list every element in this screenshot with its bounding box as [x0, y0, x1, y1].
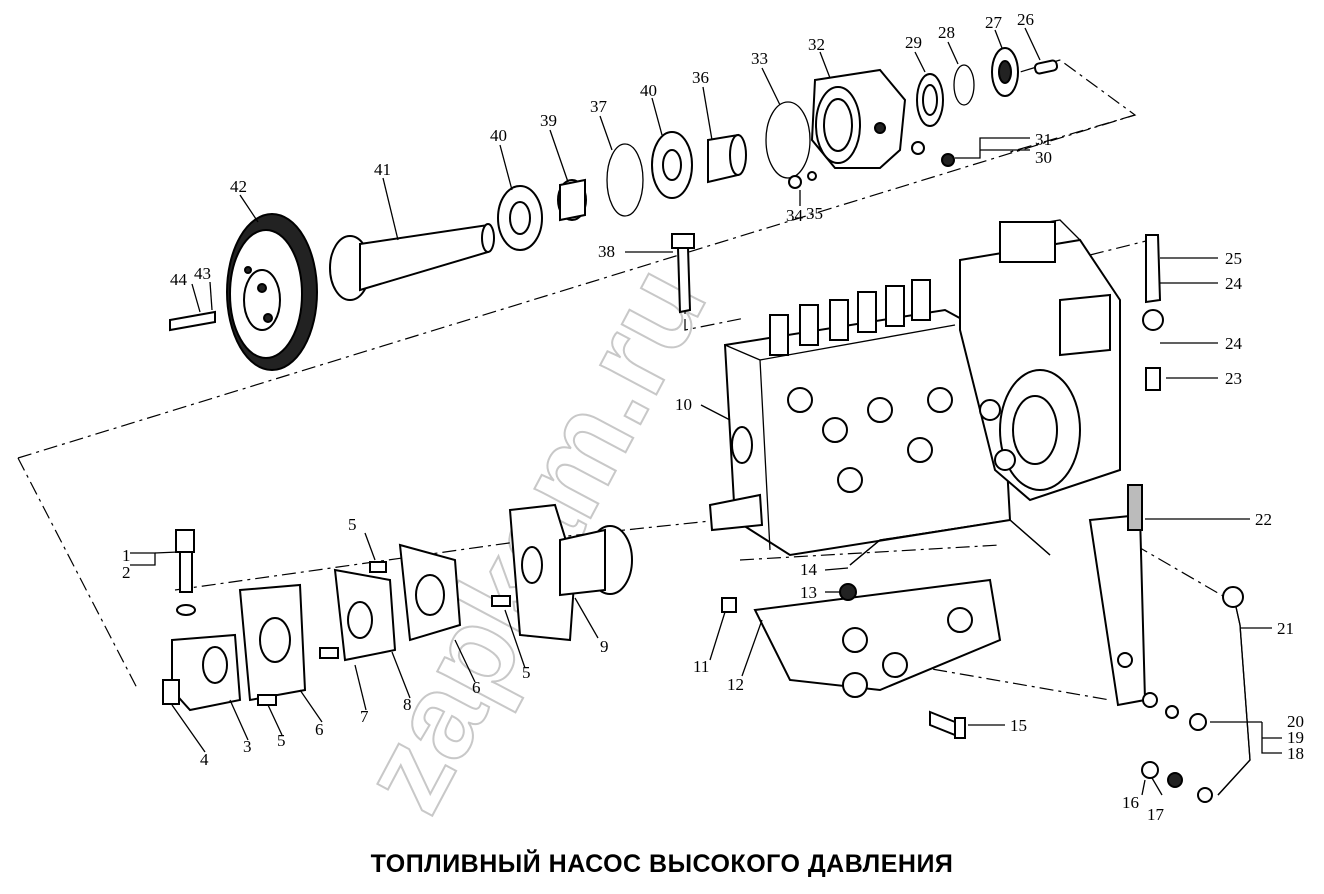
snap-ring-37: [606, 143, 644, 217]
callout-24a: 24: [1225, 274, 1243, 293]
bolt-38: [671, 233, 695, 314]
callout-32: 32: [808, 35, 825, 54]
callout-34: 34: [786, 206, 804, 225]
callout-43: 43: [194, 264, 211, 283]
callout-28: 28: [938, 23, 955, 42]
spacer-39: [557, 178, 587, 222]
callout-36: 36: [692, 68, 709, 87]
seal-29: [916, 73, 944, 127]
callout-37: 37: [590, 97, 608, 116]
callout-23: 23: [1225, 369, 1242, 388]
governor-housing: [959, 219, 1121, 502]
coupling-housing-32: [810, 68, 907, 169]
callout-27: 27: [985, 13, 1003, 32]
callout-labels: 1 2 3 4 5 5 5 5 6 6 7 8 9 10 11 12 13 14…: [122, 10, 1304, 824]
callout-25: 25: [1225, 249, 1242, 268]
drive-gear-42: [226, 213, 318, 371]
plug-11: [721, 597, 737, 613]
callout-24b: 24: [1225, 334, 1243, 353]
callout-5a: 5: [348, 515, 357, 534]
banjo-bolt-1-2: [175, 529, 196, 616]
callout-5b: 5: [522, 663, 531, 682]
studs-5: [257, 561, 511, 706]
callout-8: 8: [403, 695, 412, 714]
callout-31: 31: [1035, 130, 1052, 149]
plates-6-8: [238, 543, 462, 702]
callout-40a: 40: [490, 126, 507, 145]
callout-42: 42: [230, 177, 247, 196]
callout-10: 10: [675, 395, 692, 414]
callout-33: 33: [751, 49, 768, 68]
callout-12: 12: [727, 675, 744, 694]
drive-shaft-41: [329, 223, 495, 301]
nut-30-31: [911, 141, 955, 167]
callout-3: 3: [243, 737, 252, 756]
callout-26: 26: [1017, 10, 1034, 29]
callout-35: 35: [806, 204, 823, 223]
callout-18: 18: [1287, 744, 1304, 763]
callout-16: 16: [1122, 793, 1139, 812]
support-bracket-12: [753, 578, 1002, 698]
callout-17: 17: [1147, 805, 1165, 824]
callout-15: 15: [1010, 716, 1027, 735]
injection-pump-body: [708, 279, 1012, 557]
bolt-15: [929, 710, 966, 739]
callout-41: 41: [374, 160, 391, 179]
callout-22: 22: [1255, 510, 1272, 529]
bolt-43-44: [169, 310, 216, 332]
callout-9: 9: [600, 637, 609, 656]
callout-30: 30: [1035, 148, 1052, 167]
callout-20: 20: [1287, 712, 1304, 731]
callout-21: 21: [1277, 619, 1294, 638]
callout-1: 1: [122, 546, 131, 565]
callout-19: 19: [1287, 728, 1304, 747]
flange-27: [991, 47, 1019, 97]
callout-40b: 40: [640, 81, 657, 100]
callout-6b: 6: [472, 678, 481, 697]
circlip-28: [953, 64, 975, 106]
callout-11: 11: [693, 657, 709, 676]
callout-5c: 5: [277, 731, 286, 750]
bearing-40-left: [497, 185, 543, 251]
diagram-title: ТОПЛИВНЫЙ НАСОС ВЫСОКОГО ДАВЛЕНИЯ: [370, 850, 954, 878]
nuts-washers-18-20: [1141, 692, 1213, 803]
leader-lines: [130, 27, 1282, 796]
callout-2: 2: [122, 563, 131, 582]
injector-outlets: [769, 279, 931, 356]
screw-23-25: [1142, 234, 1164, 391]
link-rod-21: [1217, 586, 1251, 796]
callout-13: 13: [800, 583, 817, 602]
key-26: [1033, 59, 1059, 75]
bolt-34-35: [788, 171, 817, 189]
callout-29: 29: [905, 33, 922, 52]
callout-44: 44: [170, 270, 188, 289]
callout-6a: 6: [315, 720, 324, 739]
callout-38: 38: [598, 242, 615, 261]
bushing-36: [707, 133, 747, 184]
coupling-flange-9: [508, 503, 633, 642]
callout-4: 4: [200, 750, 209, 769]
block-3-4: [162, 633, 242, 712]
callout-14: 14: [800, 560, 818, 579]
bracket-22: [1088, 484, 1147, 707]
callout-39: 39: [540, 111, 557, 130]
callout-7: 7: [360, 707, 369, 726]
bearing-40-right: [651, 131, 693, 199]
gasket-33: [765, 101, 811, 179]
